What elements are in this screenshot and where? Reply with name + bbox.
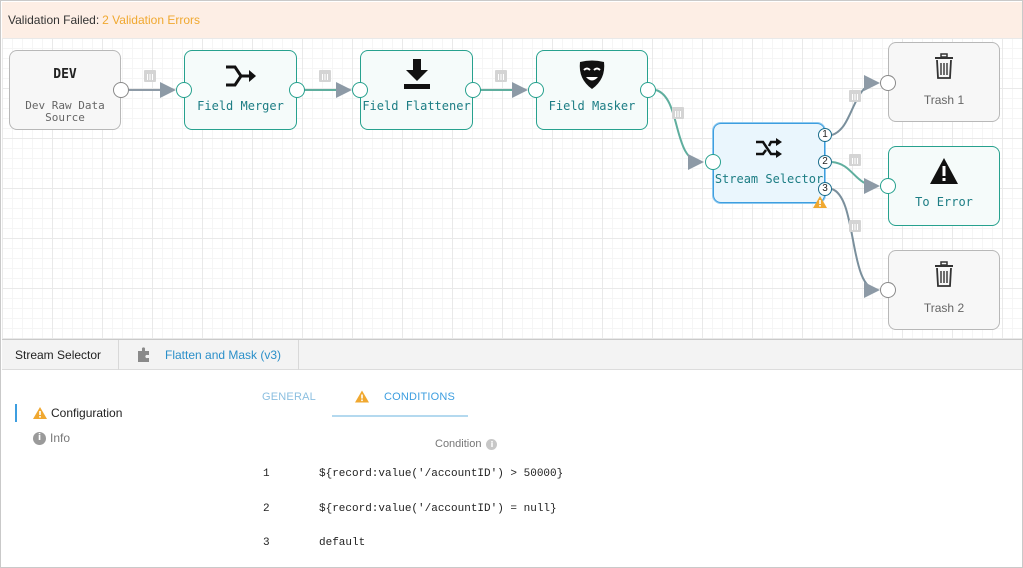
sidebar-item-label: Info — [50, 431, 71, 445]
edge-stats-icon[interactable] — [849, 90, 861, 102]
edge-stats-icon[interactable] — [849, 154, 861, 166]
node-trash-2[interactable]: Trash 2 — [888, 250, 1000, 330]
warning-icon — [355, 390, 369, 403]
node-label: Trash 2 — [923, 301, 965, 315]
node-trash-1[interactable]: Trash 1 — [888, 42, 1000, 122]
output-port-3[interactable]: 3 — [818, 182, 832, 196]
input-port[interactable] — [352, 82, 368, 98]
tab-conditions[interactable]: CONDITIONS — [384, 391, 456, 403]
node-field-merger[interactable]: Field Merger — [184, 50, 297, 130]
merge-arrows-icon — [185, 63, 296, 92]
node-label: Dev Raw Data — [25, 99, 105, 112]
edge-port2-to-error — [831, 161, 880, 194]
trash-icon — [889, 53, 999, 82]
condition-index: 3 — [263, 537, 270, 549]
node-stream-selector[interactable]: Stream Selector — [713, 123, 825, 203]
edge-port1-to-trash1 — [831, 75, 880, 136]
node-label: Field Merger — [197, 99, 284, 113]
condition-row: 2 ${record:value('/accountID') = null} — [263, 503, 557, 515]
divider — [298, 340, 299, 370]
info-icon[interactable]: i — [486, 438, 498, 450]
stage-warning-icon[interactable] — [813, 196, 827, 208]
edge-stats-icon[interactable] — [849, 220, 861, 232]
node-label: Stream Selector — [714, 172, 824, 186]
condition-index: 2 — [263, 503, 270, 515]
node-label: Field Flattener — [362, 99, 471, 113]
condition-row: 1 ${record:value('/accountID') > 50000} — [263, 468, 563, 480]
condition-row: 3 default — [263, 537, 365, 549]
node-title: DEV — [53, 67, 77, 82]
node-field-flattener[interactable]: Field Flattener — [360, 50, 473, 130]
output-port-1[interactable]: 1 — [818, 128, 832, 142]
active-tab-underline — [332, 415, 468, 417]
node-label: To Error — [915, 195, 973, 209]
pipeline-canvas[interactable]: DEV Dev Raw Data Source Field Merger Fie… — [2, 38, 1022, 340]
node-to-error[interactable]: To Error — [888, 146, 1000, 226]
pipeline-edges — [128, 75, 880, 298]
node-dev-raw-data-source[interactable]: DEV Dev Raw Data Source — [9, 50, 121, 130]
sidebar-item-label: Configuration — [51, 406, 123, 420]
output-port[interactable] — [465, 82, 481, 98]
edge-port3-to-trash2 — [831, 188, 880, 298]
warning-icon — [889, 157, 999, 188]
input-port[interactable] — [880, 75, 896, 91]
edge-stats-icon[interactable] — [672, 107, 684, 119]
condition-expression[interactable]: default — [319, 537, 366, 549]
edge-stats-icon[interactable] — [144, 70, 156, 82]
condition-header-label: Condition — [435, 438, 482, 450]
warning-icon — [33, 407, 47, 419]
sidebar-item-configuration[interactable]: Configuration — [33, 406, 122, 420]
node-label: Field Masker — [548, 99, 636, 113]
edge-stats-icon[interactable] — [495, 70, 507, 82]
output-port-2[interactable]: 2 — [818, 155, 832, 169]
validation-status: Validation Failed: — [8, 13, 100, 27]
node-label: Source — [45, 111, 85, 124]
node-field-masker[interactable]: Field Masker — [536, 50, 648, 130]
validation-banner: Validation Failed:2 Validation Errors — [2, 2, 1022, 38]
trash-icon — [889, 261, 999, 290]
info-icon: i — [33, 431, 46, 445]
mask-icon — [537, 59, 647, 94]
divider — [118, 340, 119, 370]
validation-errors-link[interactable]: 2 Validation Errors — [102, 13, 200, 27]
condition-expression[interactable]: ${record:value('/accountID') > 50000} — [319, 468, 564, 480]
detail-tabs-bar: Stream Selector Flatten and Mask (v3) — [2, 340, 1022, 370]
output-port[interactable] — [289, 82, 305, 98]
sidebar-item-info[interactable]: i Info — [33, 431, 70, 445]
input-port[interactable] — [528, 82, 544, 98]
condition-column-header: Condition i — [435, 438, 498, 450]
input-port[interactable] — [176, 82, 192, 98]
condition-index: 1 — [263, 468, 270, 480]
condition-expression[interactable]: ${record:value('/accountID') = null} — [319, 503, 557, 515]
edge-stats-icon[interactable] — [319, 70, 331, 82]
active-indicator — [15, 404, 17, 422]
node-label: Trash 1 — [923, 93, 965, 107]
input-port[interactable] — [705, 154, 721, 170]
tab-stage[interactable]: Stream Selector — [15, 348, 102, 362]
puzzle-icon — [138, 347, 149, 362]
input-port[interactable] — [880, 178, 896, 194]
output-port[interactable] — [113, 82, 129, 98]
input-port[interactable] — [880, 282, 896, 298]
edge-masker-to-selector — [655, 89, 704, 170]
shuffle-icon — [714, 134, 824, 165]
output-port[interactable] — [640, 82, 656, 98]
tab-general[interactable]: GENERAL — [262, 391, 316, 403]
download-icon — [361, 59, 472, 94]
tab-pipeline[interactable]: Flatten and Mask (v3) — [165, 348, 282, 362]
